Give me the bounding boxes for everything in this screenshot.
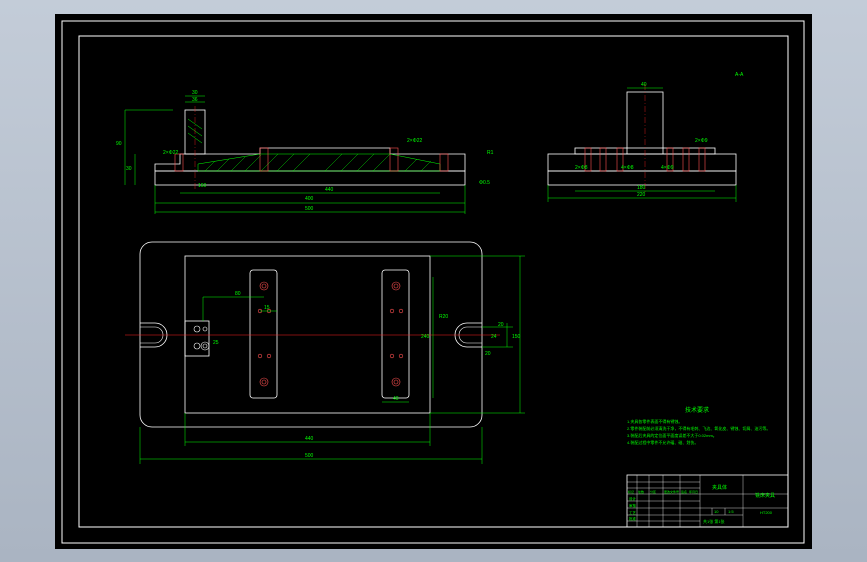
top-view-inner xyxy=(184,255,431,414)
front-dim-offset: 160 xyxy=(198,183,207,189)
tech-req-line: 3.装配后夹具的定位面平面度误差不大于0.02mm。 xyxy=(627,432,717,438)
title-block-col-label: 处数 xyxy=(638,489,644,494)
title-block-col-label: 分区 xyxy=(650,489,656,494)
top-dim-strip: 40 xyxy=(393,396,399,402)
side-label-top-right: 2×Φ9 xyxy=(695,138,708,144)
front-label-hole-right: 2×Φ22 xyxy=(407,138,422,144)
title-block-row-label: 审核 xyxy=(629,503,637,508)
side-label-hole-right: 4×Φ9 xyxy=(661,165,674,171)
title-block: 夹具体 铣床夹具 1:5 共1张 第1张 HT200 10 设计 审核 工艺 批… xyxy=(626,474,789,528)
top-dim-inner: 440 xyxy=(305,436,314,442)
left-strip xyxy=(249,269,278,399)
side-label-hole-left: 2×Φ8 xyxy=(575,165,588,171)
title-block-weight: 10 xyxy=(714,509,719,514)
top-view: 500 440 80 15 25 40 150 240 24 R20 20 20 xyxy=(125,241,525,464)
technical-requirements: 技术要求 1.夹具各零件表面不得有锈蚀。 2.零件装配前必须清洗干净，不得有毛刺… xyxy=(627,406,770,445)
title-block-material: HT200 xyxy=(760,510,773,515)
cad-viewport[interactable]: 500 400 440 90 30 160 30 36 2×Φ22 2×Φ22 … xyxy=(55,14,812,549)
top-dim-overall: 500 xyxy=(305,453,314,459)
side-view-note: A-A xyxy=(735,72,744,78)
side-dim-post: 40 xyxy=(641,82,647,88)
top-view-outline xyxy=(139,241,483,428)
top-dim-height-inner: 240 xyxy=(421,334,430,340)
cad-drawing: 500 400 440 90 30 160 30 36 2×Φ22 2×Φ22 … xyxy=(61,20,805,544)
title-block-part-name: 铣床夹具 xyxy=(755,492,775,499)
right-strip xyxy=(381,269,410,399)
front-view-hatch-lines xyxy=(204,153,432,172)
title-block-col-label: 签名 xyxy=(681,489,687,494)
front-dim-inner: 400 xyxy=(305,196,314,202)
side-dim-overall: 220 xyxy=(637,192,646,198)
title-block-sheet: 共1张 第1张 xyxy=(703,518,725,524)
title-block-row-label: 工艺 xyxy=(629,510,637,515)
front-label-chamfer: R1 xyxy=(487,150,494,156)
tech-req-line: 2.零件装配前必须清洗干净，不得有毛刺、飞边、氧化皮、锈蚀、切屑、油污等。 xyxy=(627,425,770,431)
top-dim-small-offset: 15 xyxy=(264,305,270,311)
title-block-col-label: 年月日 xyxy=(689,489,698,494)
front-label-ref: Φ0.5 xyxy=(479,180,490,186)
inner-frame xyxy=(78,35,789,528)
front-view: 500 400 440 90 30 160 30 36 2×Φ22 2×Φ22 … xyxy=(116,90,494,214)
locating-block xyxy=(184,320,210,357)
front-dim-slot: 440 xyxy=(325,187,334,193)
tech-req-line: 1.夹具各零件表面不得有锈蚀。 xyxy=(627,418,682,424)
top-dim-block: 25 xyxy=(213,340,219,346)
title-block-col-label: 标记 xyxy=(628,489,634,494)
top-dim-left-offset: 80 xyxy=(235,291,241,297)
title-block-row-label: 设计 xyxy=(629,496,637,501)
front-view-outline xyxy=(154,147,466,172)
front-view-hatch xyxy=(197,153,441,172)
title-block-drawing-name: 夹具体 xyxy=(712,484,727,491)
side-view: 40 220 180 2×Φ8 4×Φ8 4×Φ9 2×Φ9 A-A xyxy=(547,72,744,202)
front-label-hole-left: 2×Φ22 xyxy=(163,150,178,156)
front-dim-overall: 500 xyxy=(305,206,314,212)
tech-req-line: 4.装配过程中零件不允许磕、碰、划伤。 xyxy=(627,439,698,445)
title-block-scale: 1:5 xyxy=(728,509,734,514)
outer-frame xyxy=(61,20,805,544)
front-dim-post: 30 xyxy=(192,90,198,96)
front-dim-height: 90 xyxy=(116,141,122,147)
top-dim-slot-small: 20 xyxy=(485,351,491,357)
title-block-row-label: 批准 xyxy=(629,516,637,521)
tech-req-title: 技术要求 xyxy=(685,406,709,414)
front-dim-base: 30 xyxy=(126,166,132,172)
top-dim-slot-radius: R20 xyxy=(439,314,448,320)
top-dim-height: 150 xyxy=(512,334,521,340)
side-dim-inner: 180 xyxy=(637,185,646,191)
title-block-col-label: 更改文件号 xyxy=(664,489,679,494)
top-dim-slot-width: 24 xyxy=(491,334,497,340)
top-dim-right-end: 20 xyxy=(498,322,504,328)
front-dim-post-top: 36 xyxy=(192,97,198,103)
side-label-hole-mid: 4×Φ8 xyxy=(621,165,634,171)
